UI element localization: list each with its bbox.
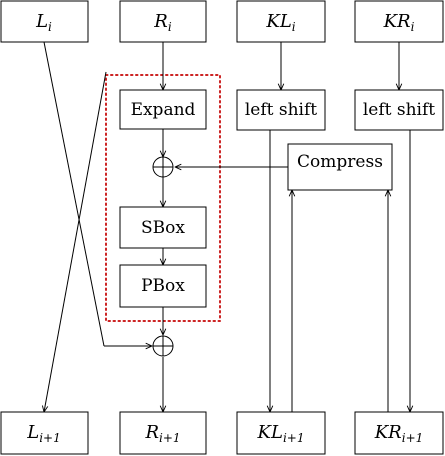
expand-label: Expand — [131, 100, 196, 120]
xor-2 — [152, 335, 174, 357]
left-shift-label-2: left shift — [363, 100, 435, 120]
input-li-label: Li — [35, 11, 52, 34]
input-kli-box: KLi — [236, 0, 326, 43]
compress-block: Compress — [287, 143, 393, 191]
input-kri-label: KRi — [383, 11, 415, 34]
sbox-block: SBox — [119, 206, 207, 249]
output-kri1-label: KRi+1 — [374, 422, 424, 445]
left-shift-block-1: left shift — [236, 89, 326, 131]
xor-1 — [152, 156, 174, 178]
input-li-box: Li — [0, 0, 89, 43]
output-ri1-box: Ri+1 — [119, 411, 207, 455]
pbox-block: PBox — [119, 264, 207, 308]
pbox-label: PBox — [141, 276, 185, 296]
output-ri1-label: Ri+1 — [144, 422, 180, 445]
output-kli1-box: KLi+1 — [236, 411, 326, 455]
expand-block: Expand — [119, 89, 207, 130]
sbox-label: SBox — [141, 218, 185, 238]
input-kli-label: KLi — [265, 11, 295, 34]
compress-label: Compress — [297, 152, 383, 172]
output-li1-box: Li+1 — [0, 411, 89, 455]
left-shift-block-2: left shift — [354, 89, 444, 131]
input-ri-box: Ri — [119, 0, 207, 43]
wire-ri-to-li1 — [44, 71, 107, 412]
output-kli1-label: KLi+1 — [257, 422, 305, 445]
input-ri-label: Ri — [153, 11, 172, 34]
output-li1-label: Li+1 — [26, 422, 60, 445]
output-kri1-box: KRi+1 — [354, 411, 444, 455]
input-kri-box: KRi — [354, 0, 444, 43]
left-shift-label-1: left shift — [245, 100, 317, 120]
wire-li-to-xor — [43, 41, 105, 347]
